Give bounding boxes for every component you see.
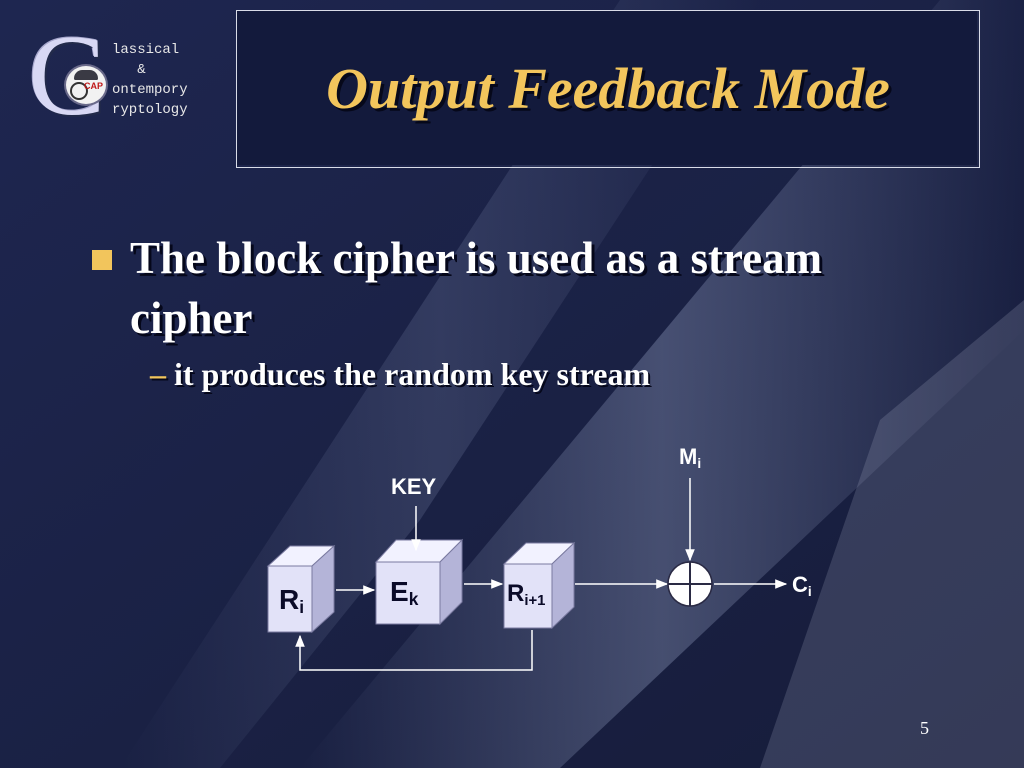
register-ri1-sub: i+1 <box>524 593 546 609</box>
title-frame: Output Feedback Mode <box>236 10 980 168</box>
subbullet-dash: – <box>150 356 166 392</box>
logo-line: & <box>112 62 146 78</box>
register-ri-label: Ri <box>279 584 304 618</box>
message-label: Mi <box>679 444 701 471</box>
subbullet-item: –it produces the random key stream <box>150 356 650 393</box>
cipher-label-main: C <box>792 572 808 597</box>
register-ri1-main: R <box>507 580 525 607</box>
key-label: KEY <box>391 474 437 499</box>
slide-title: Output Feedback Mode <box>326 56 890 121</box>
encryption-ek-label: Ek <box>390 576 418 610</box>
message-label-main: M <box>679 444 698 469</box>
cipher-label: Ci <box>792 572 812 599</box>
register-ri1-label: Ri+1 <box>507 580 545 609</box>
register-ri-box <box>266 544 336 634</box>
logo-badge-text: CAP <box>83 81 103 91</box>
encryption-ek-box <box>374 538 464 626</box>
cipher-label-sub: i <box>807 584 812 599</box>
xor-icon <box>667 561 713 607</box>
register-ri-sub: i <box>299 597 305 617</box>
feedback-arrow <box>295 630 533 671</box>
page-number: 5 <box>920 718 929 738</box>
encryption-ek-main: E <box>390 576 409 607</box>
message-label-sub: i <box>697 456 702 471</box>
register-ri-main: R <box>279 584 300 615</box>
bullet-square-icon <box>92 250 112 270</box>
bullet-text: The block cipher is used as a stream cip… <box>130 233 823 343</box>
logo-line: ryptology <box>112 102 188 118</box>
logo-line: lassical <box>112 42 180 58</box>
subbullet-text: it produces the random key stream <box>174 356 651 392</box>
encryption-ek-sub: k <box>408 589 419 609</box>
logo-detective-icon: CAP <box>64 64 108 106</box>
logo-wordmark: lassical & ontempory ryptology <box>112 40 188 120</box>
register-ri1-box <box>502 541 576 630</box>
logo-line: ontempory <box>112 82 188 98</box>
